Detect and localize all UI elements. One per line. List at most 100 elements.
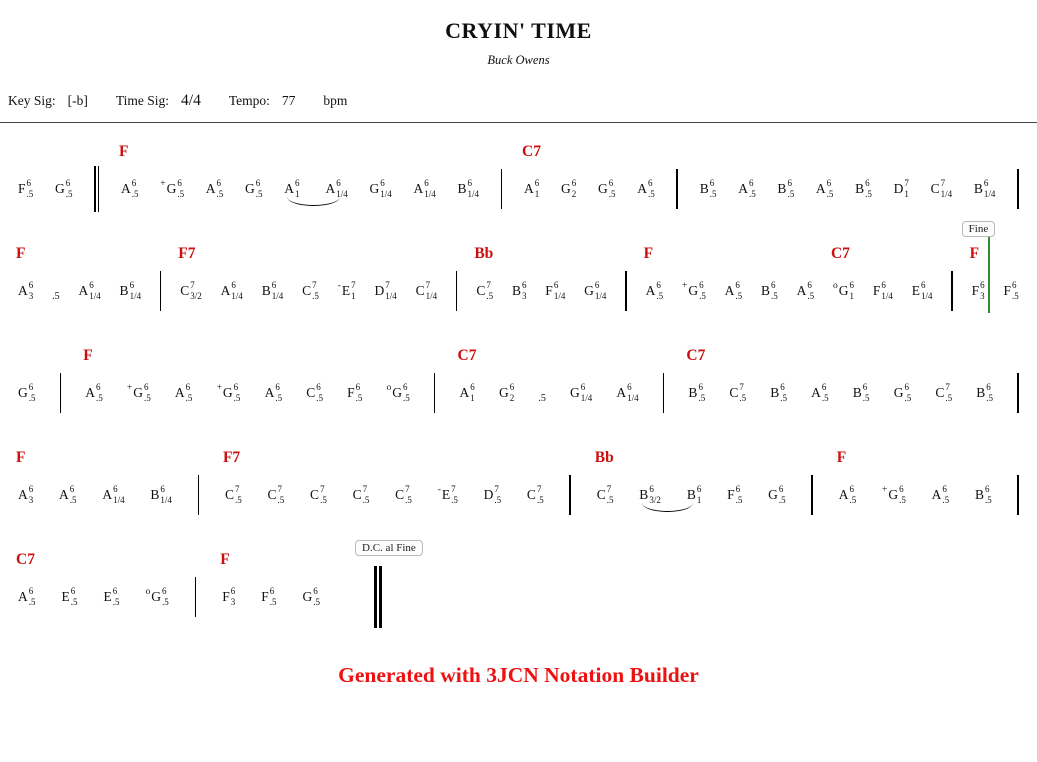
duration-value: .5 (606, 495, 614, 505)
octave-number: 6 (255, 178, 261, 188)
barline (1017, 169, 1019, 209)
note-figures: 6.5 (942, 485, 949, 505)
note-letter: A (18, 487, 28, 502)
note-figures: 7.5 (363, 485, 370, 505)
duration-value: .5 (131, 189, 139, 199)
octave-number: 7 (234, 484, 240, 494)
meta-bar: Key Sig: [-b] Time Sig: 4/4 Tempo: 77 bp… (8, 92, 1037, 110)
duration-value: 1/4 (336, 189, 348, 199)
note-figures: 6.5 (71, 587, 78, 607)
duration-value: .5 (144, 393, 151, 403)
barline (625, 271, 627, 311)
octave-number: 6 (28, 586, 34, 596)
note-figures: 6.5 (822, 383, 829, 403)
note-figures: 6.5 (217, 179, 224, 199)
octave-number: 6 (467, 178, 473, 188)
note-letter: C (302, 283, 312, 298)
note-figures: 6.5 (96, 383, 103, 403)
note-letter: G (55, 181, 65, 196)
octave-number: 6 (942, 484, 947, 494)
octave-number: 6 (771, 280, 776, 290)
barline (662, 373, 665, 413)
octave-number: 7 (312, 280, 317, 290)
final-barline: D.C. al Fine (355, 540, 423, 628)
barline (59, 373, 62, 413)
octave-number: 6 (28, 280, 34, 290)
octave-number: 7 (494, 484, 499, 494)
octave-number: 7 (425, 280, 431, 290)
time-sig-label: Time Sig: (115, 93, 170, 108)
octave-number: 6 (295, 178, 300, 188)
note-letter: A (413, 181, 424, 196)
note-letter: G (369, 181, 380, 196)
octave-number: 6 (177, 178, 182, 188)
octave-number: 7 (739, 382, 744, 392)
octave-number: 7 (277, 484, 283, 494)
duration-value: 1/4 (627, 393, 639, 403)
octave-number: 6 (113, 484, 118, 494)
note-letter: G (561, 181, 571, 196)
note-letter: A (524, 181, 534, 196)
barline (1017, 373, 1019, 413)
note-figures: 6.5 (985, 485, 992, 505)
note-letter: F (347, 385, 355, 400)
accidental-prefix: + (160, 179, 166, 189)
duration-value: .5 (320, 495, 327, 505)
chord-label: C7 (686, 347, 706, 364)
duration-value: .5 (1012, 291, 1019, 301)
duration-value: .5 (780, 393, 787, 403)
note-letter: F (18, 181, 26, 196)
note-letter: F (971, 283, 980, 298)
octave-number: 6 (509, 382, 515, 392)
note-figures: 7.5 (405, 485, 412, 505)
duration-value: .5 (735, 495, 743, 505)
duration-value: .5 (787, 189, 795, 199)
note-letter: C (310, 487, 320, 502)
time-sig-value: 4/4 (181, 92, 201, 109)
duration-value: .5 (255, 189, 263, 199)
octave-number: 6 (735, 280, 740, 290)
note-letter: E (341, 283, 351, 298)
duration-value: 1/4 (983, 189, 996, 199)
duration-value: 1 (696, 495, 702, 505)
note-figures: 7.5 (739, 383, 746, 403)
octave-number: 6 (129, 280, 135, 290)
duration-value: 1/4 (594, 291, 607, 301)
barline (500, 169, 503, 209)
accidental-prefix: o (145, 587, 151, 597)
note-figures: 6.5 (313, 587, 320, 607)
note-figures: 6.5 (710, 179, 717, 199)
barline (194, 577, 197, 617)
octave-number: 6 (275, 382, 280, 392)
octave-number: 6 (316, 382, 321, 392)
octave-number: 6 (231, 280, 236, 290)
duration-value: .5 (536, 495, 544, 505)
octave-number: 6 (899, 484, 904, 494)
